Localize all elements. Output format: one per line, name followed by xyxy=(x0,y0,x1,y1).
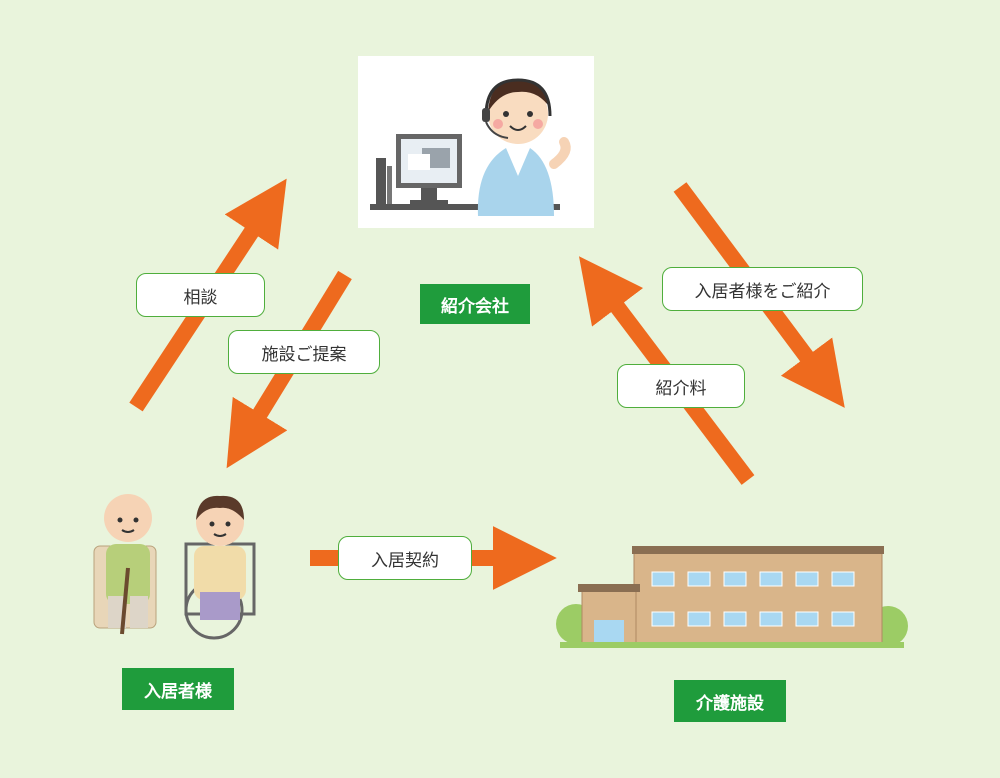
consultation-label: 相談 xyxy=(136,273,265,317)
contract-label: 入居契約 xyxy=(338,536,472,580)
agency-illustration xyxy=(358,56,594,228)
proposal-label: 施設ご提案 xyxy=(228,330,380,374)
residents-illustration xyxy=(86,484,268,644)
agency-tag: 紹介会社 xyxy=(420,284,530,324)
facility-tag: 介護施設 xyxy=(674,680,786,722)
resident-tag: 入居者様 xyxy=(122,668,234,710)
facility-illustration xyxy=(554,546,908,650)
fee-label: 紹介料 xyxy=(617,364,745,408)
introduction-label: 入居者様をご紹介 xyxy=(662,267,863,311)
